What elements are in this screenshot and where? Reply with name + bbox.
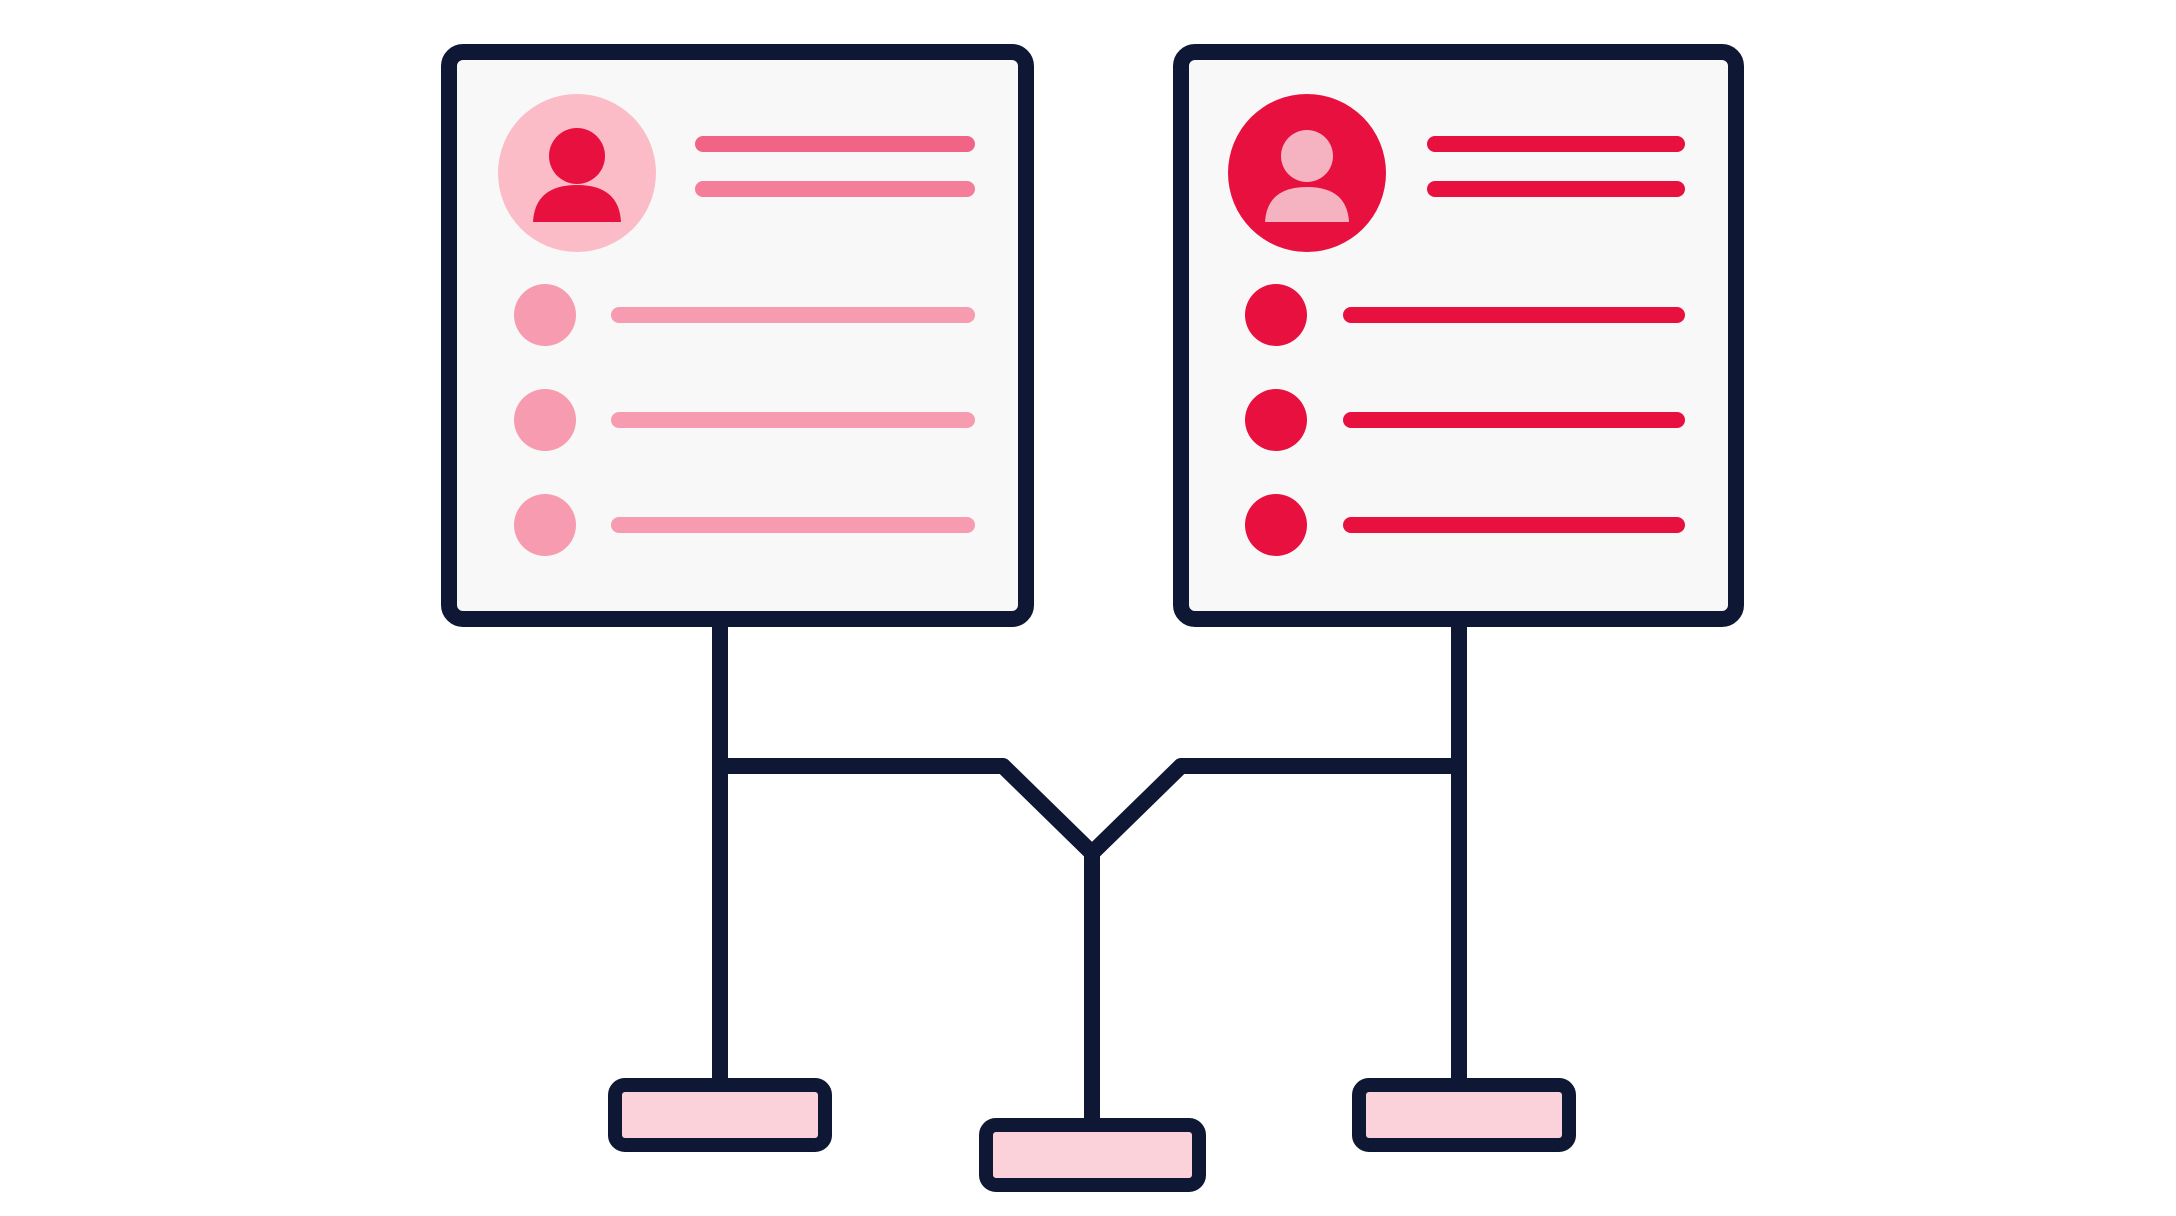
left-card-row-bullet xyxy=(514,494,576,556)
left-base xyxy=(608,1078,832,1152)
left-card-list-row xyxy=(514,389,975,451)
right-card-avatar xyxy=(1228,94,1386,252)
right-card-list-row xyxy=(1245,284,1685,346)
user-icon xyxy=(1265,130,1349,222)
right-card-list-row xyxy=(1245,389,1685,451)
right-card-list xyxy=(1245,284,1685,556)
left-profile-card xyxy=(441,44,1034,627)
left-card-list-row xyxy=(514,284,975,346)
left-card-row-bullet xyxy=(514,389,576,451)
user-icon xyxy=(533,128,621,222)
left-card-avatar xyxy=(498,94,656,252)
left-card-row-bullet xyxy=(514,284,576,346)
right-card-row-bullet xyxy=(1245,389,1307,451)
bases xyxy=(608,1078,1576,1192)
left-card-list xyxy=(514,284,975,556)
right-card-row-bullet xyxy=(1245,494,1307,556)
left-card-list-row xyxy=(514,494,975,556)
right-card-list-row xyxy=(1245,494,1685,556)
right-card-row-bullet xyxy=(1245,284,1307,346)
center-base xyxy=(979,1118,1206,1192)
right-base xyxy=(1352,1078,1576,1152)
merge-bridge xyxy=(712,758,1467,861)
right-profile-card xyxy=(1173,44,1744,627)
connector-lines xyxy=(712,612,1467,1133)
